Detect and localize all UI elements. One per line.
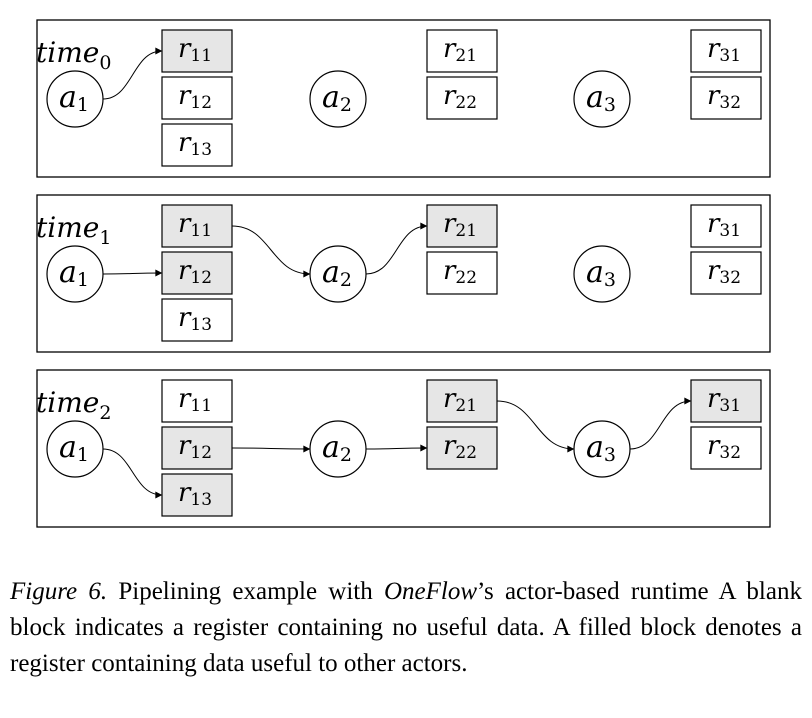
register-r11-empty bbox=[161, 379, 233, 423]
actor-label-a1: a1 bbox=[59, 430, 89, 467]
arrow-a2-to-r22 bbox=[365, 444, 428, 452]
register-label-r32: r32 bbox=[707, 431, 741, 463]
register-r21-filled bbox=[426, 204, 498, 248]
arrow-a2-to-r21 bbox=[365, 222, 428, 275]
register-r21-empty bbox=[426, 29, 498, 73]
actor-label-a2: a2 bbox=[322, 80, 352, 117]
actor-a3 bbox=[573, 70, 631, 128]
actor-label-a2: a2 bbox=[322, 430, 352, 467]
register-label-r21: r21 bbox=[443, 34, 477, 66]
actor-label-a1: a1 bbox=[59, 80, 89, 117]
actor-label-a3: a3 bbox=[586, 430, 616, 467]
pipelining-diagram: time0 r11 r12 r13 r21 r22 r31 r32 a1 a2 a3 time1 r11… bbox=[36, 19, 771, 528]
arrow-a1-to-r12 bbox=[102, 269, 163, 277]
panel-time-2: time2 r11 r12 r13 r21 r22 r31 r32 a1 a2 a3 bbox=[36, 369, 771, 528]
register-r31-empty bbox=[690, 204, 762, 248]
register-r13-empty bbox=[161, 298, 233, 342]
register-label-r12: r12 bbox=[178, 81, 212, 113]
register-r12-empty bbox=[161, 76, 233, 120]
panel-time-0: time0 r11 r12 r13 r21 r22 r31 r32 a1 a2 a3 bbox=[36, 19, 771, 178]
register-r12-filled bbox=[161, 251, 233, 295]
register-r32-empty bbox=[690, 426, 762, 470]
register-r31-filled bbox=[690, 379, 762, 423]
caption-label: Figure 6. bbox=[10, 578, 108, 605]
arrow-a1-to-r13 bbox=[102, 448, 163, 499]
register-label-r22: r22 bbox=[443, 256, 477, 288]
figure-caption: Figure 6. Pipelining example with OneFlo… bbox=[10, 574, 802, 682]
actor-label-a3: a3 bbox=[586, 80, 616, 117]
register-r32-empty bbox=[690, 76, 762, 120]
actor-a3 bbox=[573, 245, 631, 303]
time-label: time2 bbox=[36, 386, 111, 424]
arrow-a1-to-r11 bbox=[102, 47, 163, 100]
register-label-r22: r22 bbox=[443, 81, 477, 113]
register-label-r13: r13 bbox=[178, 128, 212, 160]
panel-frame bbox=[36, 19, 771, 178]
register-r22-empty bbox=[426, 76, 498, 120]
arrow-a3-to-r31 bbox=[629, 397, 692, 450]
register-r22-empty bbox=[426, 251, 498, 295]
arrow-r11-to-a2 bbox=[231, 225, 311, 278]
register-label-r13: r13 bbox=[178, 303, 212, 335]
arrow-r21-to-a3 bbox=[496, 400, 575, 453]
arrow-r12-to-a2 bbox=[231, 445, 311, 453]
register-r11-filled bbox=[161, 204, 233, 248]
register-label-r11: r11 bbox=[178, 34, 212, 66]
caption-emphasis: OneFlow bbox=[383, 578, 478, 605]
actor-a2 bbox=[309, 70, 367, 128]
time-label: time0 bbox=[36, 36, 111, 74]
register-label-r31: r31 bbox=[707, 34, 741, 66]
panel-time-1: time1 r11 r12 r13 r21 r22 r31 r32 a1 a2 a3 bbox=[36, 194, 771, 353]
register-r12-filled bbox=[161, 426, 233, 470]
register-label-r21: r21 bbox=[443, 384, 477, 416]
panel-frame bbox=[36, 369, 771, 528]
register-label-r31: r31 bbox=[707, 209, 741, 241]
actor-label-a2: a2 bbox=[322, 255, 352, 292]
register-label-r12: r12 bbox=[178, 256, 212, 288]
register-label-r21: r21 bbox=[443, 209, 477, 241]
register-r31-empty bbox=[690, 29, 762, 73]
actor-label-a3: a3 bbox=[586, 255, 616, 292]
register-label-r22: r22 bbox=[443, 431, 477, 463]
panel-frame bbox=[36, 194, 771, 353]
register-label-r32: r32 bbox=[707, 256, 741, 288]
register-label-r12: r12 bbox=[178, 431, 212, 463]
register-r22-filled bbox=[426, 426, 498, 470]
caption-text-after: ’s actor-based runtime A blank block ind… bbox=[10, 578, 802, 677]
register-label-r11: r11 bbox=[178, 209, 212, 241]
register-label-r13: r13 bbox=[178, 478, 212, 510]
register-r13-filled bbox=[161, 473, 233, 517]
register-r13-empty bbox=[161, 123, 233, 167]
register-r32-empty bbox=[690, 251, 762, 295]
time-label: time1 bbox=[36, 211, 111, 249]
register-label-r32: r32 bbox=[707, 81, 741, 113]
register-r11-filled bbox=[161, 29, 233, 73]
register-r21-filled bbox=[426, 379, 498, 423]
caption-text-before: Pipelining example with bbox=[107, 578, 384, 605]
register-label-r11: r11 bbox=[178, 384, 212, 416]
actor-label-a1: a1 bbox=[59, 255, 89, 292]
register-label-r31: r31 bbox=[707, 384, 741, 416]
